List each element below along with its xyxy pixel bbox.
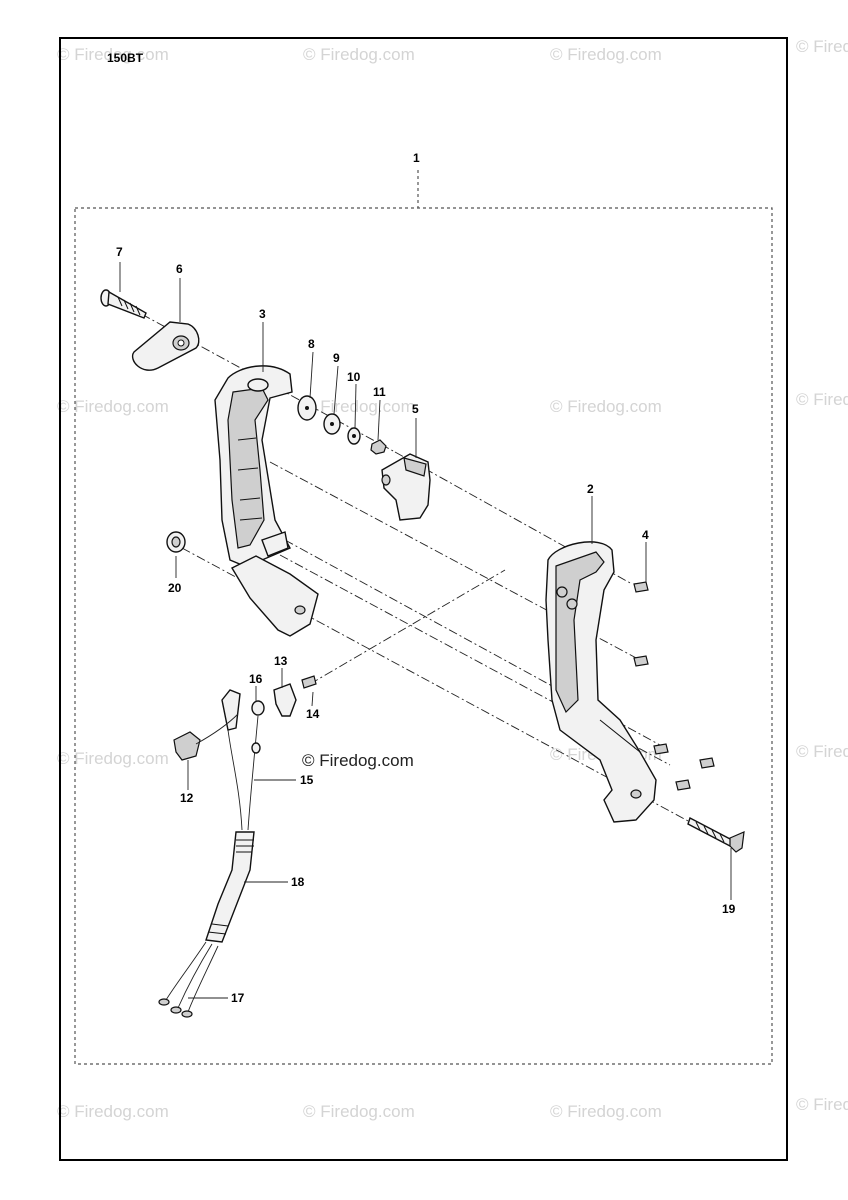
watermark: © Firedog.com [57,1102,169,1121]
part-9-washer [323,413,341,435]
callout-15: 15 [300,773,314,787]
watermark: © Firedog.com [796,37,848,56]
part-20-nut [166,531,186,553]
part-7-bolt [100,289,147,319]
watermark: © Firedog.com [57,749,169,768]
part-19-bolt [687,816,745,853]
watermark: © Firedog.com [303,397,415,416]
callout-19: 19 [722,902,736,916]
callout-14: 14 [306,707,320,721]
callout-2: 2 [587,482,594,496]
part-6-knob [131,321,200,371]
callout-4: 4 [642,528,649,542]
watermark: © Firedog.com [550,1102,662,1121]
assembly-boundary [74,207,773,1065]
watermark: © Firedog.com [550,45,662,64]
part-4-screws [633,581,715,791]
shoulder-pad [231,555,319,637]
part-11-nut [370,439,387,455]
callout-3: 3 [259,307,266,321]
callout-12: 12 [180,791,194,805]
callout-5: 5 [412,402,419,416]
watermark: © Firedog.com [550,397,662,416]
part-17-leads [158,941,219,1018]
callout-11: 11 [373,385,386,399]
part-8-washer [297,395,317,421]
watermark: © Firedog.com [796,742,848,761]
watermark: © Firedog.com [303,1102,415,1121]
part-15-cable [195,713,261,831]
callout-8: 8 [308,337,315,351]
watermark: © Firedog.com [796,1095,848,1114]
watermark: © Firedog.com [57,45,169,64]
callout-18: 18 [291,875,305,889]
callout-13: 13 [274,654,288,668]
part-13-clip [273,683,297,717]
watermark: © Firedog.com [796,390,848,409]
model-label: 150BT [107,51,144,65]
center-watermark: © Firedog.com [302,751,414,770]
part-5-clamp [381,453,431,521]
callout-17: 17 [231,991,245,1005]
part-18-harness [205,831,255,943]
part-14-screw [301,675,317,689]
callout-16: 16 [249,672,263,686]
page-frame [59,37,788,1161]
callout-leaders [119,262,732,999]
part-12-trigger [173,731,201,761]
callout-9: 9 [333,351,340,365]
part-3-handle-frame [214,365,293,566]
callout-20: 20 [168,581,182,595]
part-16-lever [221,689,265,731]
callout-numbers: 2 3 4 5 6 7 8 9 10 11 12 13 14 15 16 17 … [116,245,736,1005]
watermark-layer: © Firedog.com © Firedog.com © Firedog.co… [57,37,848,1121]
callout-1: 1 [413,151,420,165]
callout-7: 7 [116,245,123,259]
callout-10: 10 [347,370,361,384]
watermark: © Firedog.com [303,45,415,64]
part-2-handle-frame [545,541,657,823]
part-10-washer [347,427,361,445]
watermark: © Firedog.com [57,397,169,416]
callout-6: 6 [176,262,183,276]
